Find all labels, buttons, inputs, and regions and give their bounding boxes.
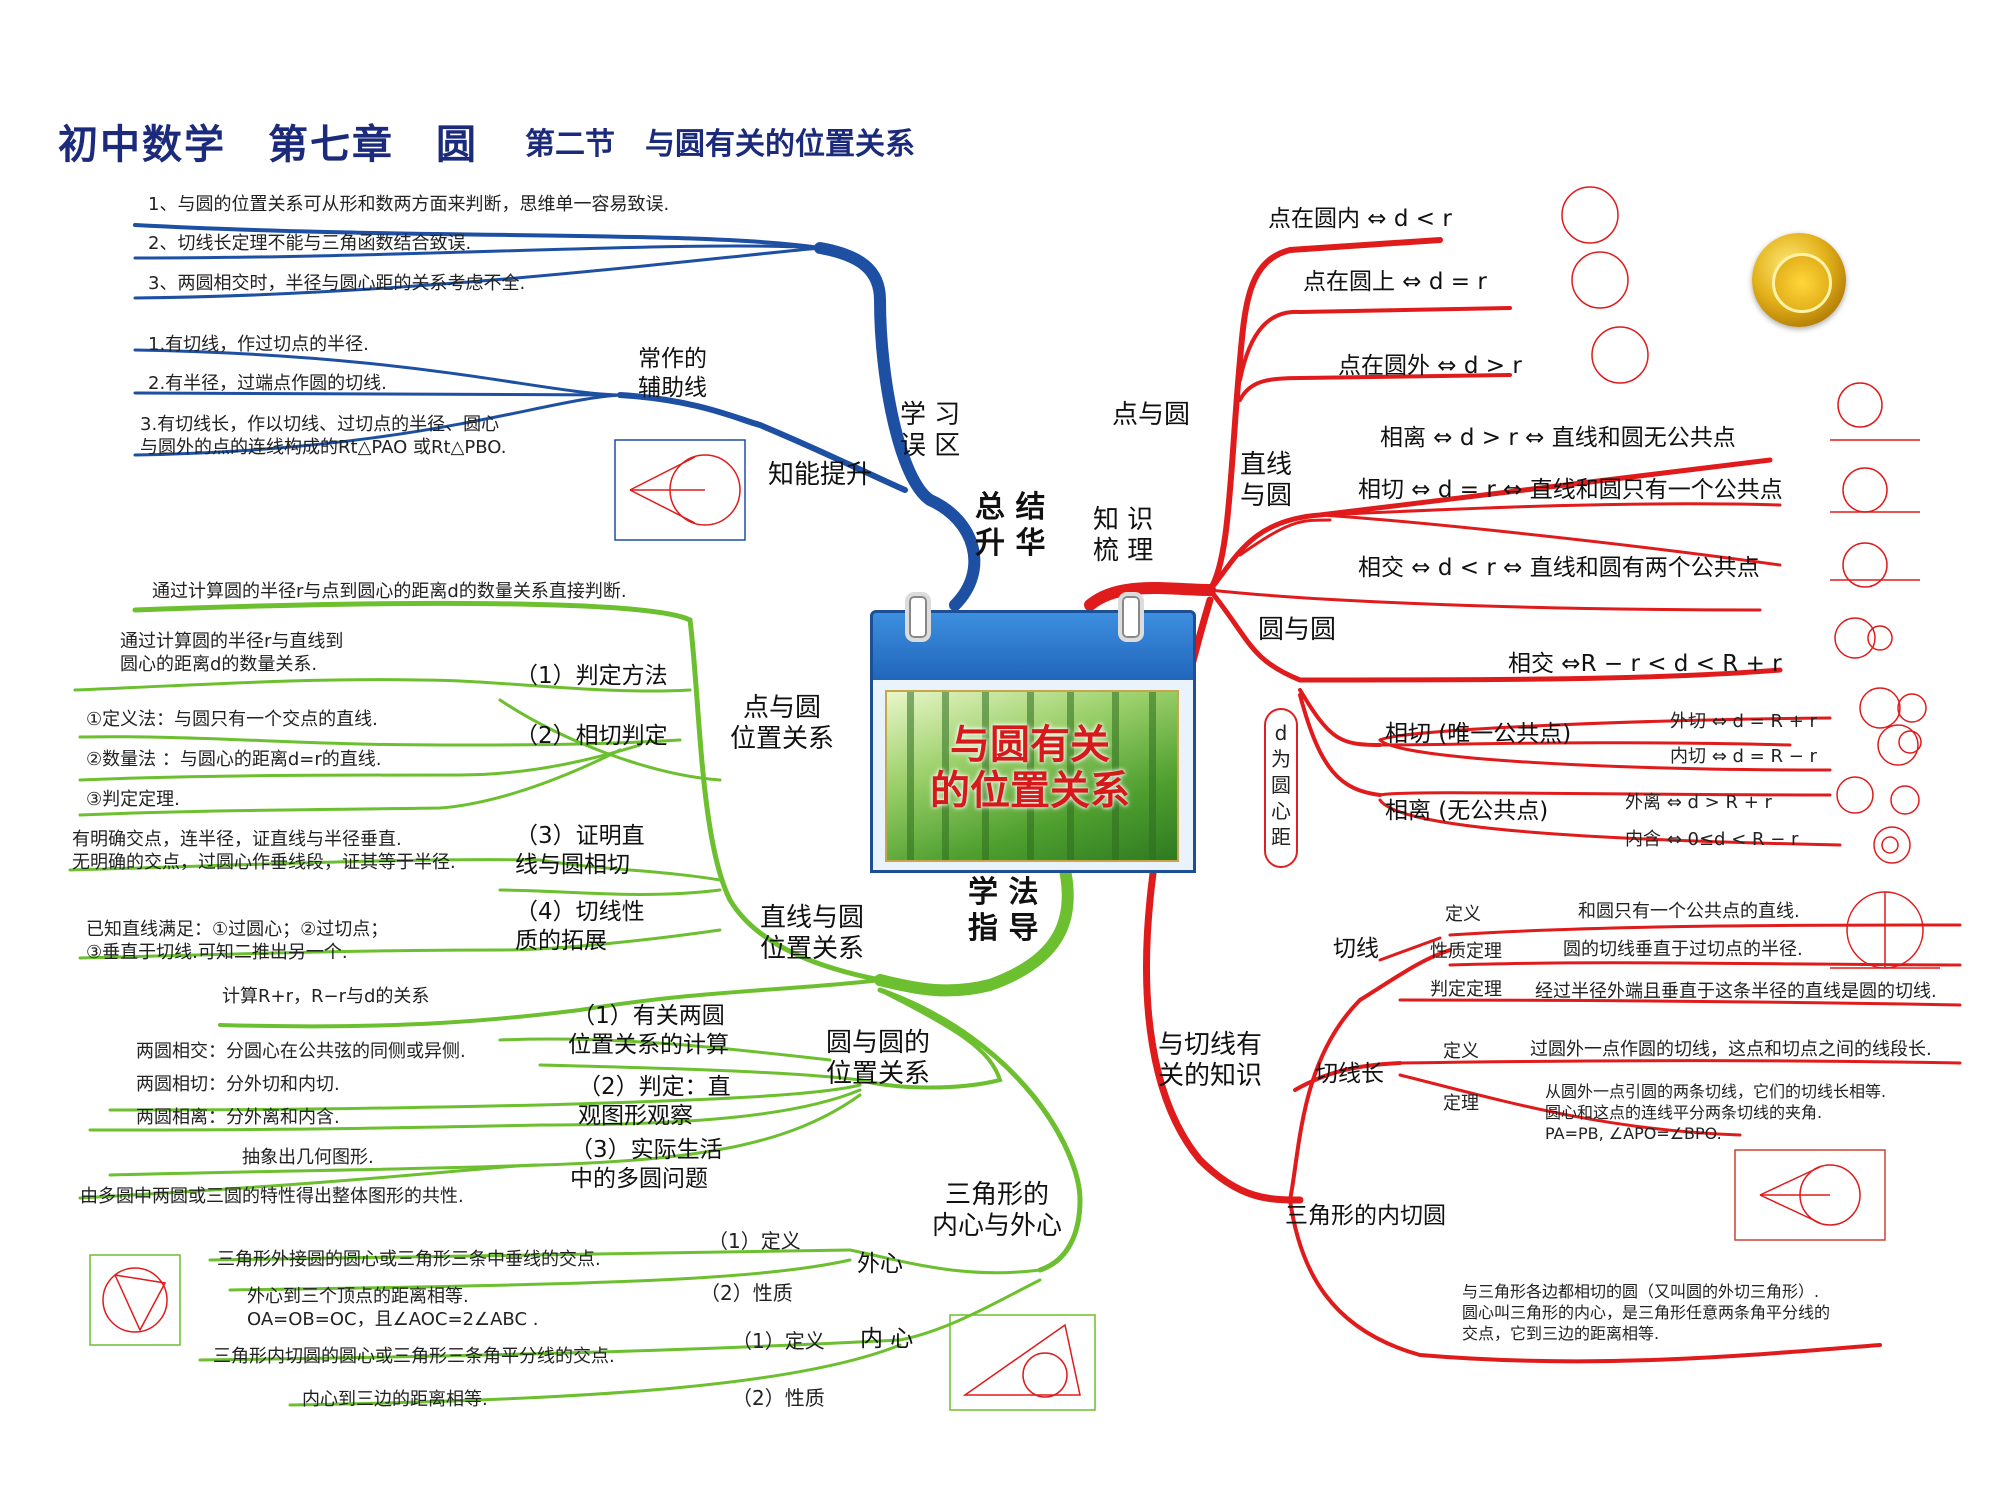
method-circle-sub-1: （1）有关两圆 位置关系的计算 [568,1003,729,1058]
mistake-item-2: 2、切线长定理不能与三角函数结合致误. [148,233,472,254]
mistake-item-1: 1、与圆的位置关系可从形和数两方面来判断，思维单一容易致误. [148,194,670,215]
method-circle-sub-3-item-2: 由多圆中两圆或三圆的特性得出整体图形的共性. [80,1186,464,1207]
label-method-point-circle: 点与圆 位置关系 [730,693,835,755]
calendar-ring-left [905,592,931,642]
method-line-sub-3: （3）证明直 线与圆相切 [515,823,645,878]
label-incenter: 内 心 [860,1326,914,1352]
method-circle-sub-3: （3）实际生活 中的多圆问题 [570,1137,723,1192]
circumcenter-prop-label: （2）性质 [700,1281,793,1305]
label-mistakes: 学 习 误 区 [900,400,961,462]
label-tangent-length: 切线长 [1315,1061,1384,1087]
method-line-sub-1: （1）判定方法 [515,663,668,689]
label-method-circle-circle: 圆与圆的 位置关系 [826,1028,931,1090]
method-line-sub-2: （2）相切判定 [515,723,668,749]
red-trunk [1084,582,1216,611]
label-method-triangle: 三角形的 内心与外心 [932,1180,1063,1242]
circles-tangent: 相切 (唯一公共点) [1385,721,1572,747]
center-title: 与圆有关 的位置关系 [885,722,1175,814]
green-trunk [874,864,1074,997]
center-title-line2: 的位置关系 [930,768,1130,814]
improve-item-1: 1.有切线，作过切点的半径. [148,334,369,355]
tangent-def-key: 定义 [1445,904,1481,925]
tangent-criterion-value: 经过半径外端且垂直于这条半径的直线是圆的切线. [1535,981,1937,1002]
bamboo-image [885,690,1179,862]
label-circle-circle: 圆与圆 [1258,615,1337,645]
tangent-def-value: 和圆只有一个公共点的直线. [1578,901,1800,922]
method-circle-sub-2: （2）判定：直 观图形观察 [578,1074,731,1129]
mistake-item-3: 3、两圆相交时，半径与圆心距的关系考虑不全. [148,273,526,294]
method-circle-sub-2-item-1: 两圆相交：分圆心在公共弦的同侧或异侧. [136,1041,466,1062]
method-line-sub-3-item: 有明确交点，连半径，证直线与半径垂直. 无明确的交点，过圆心作垂线段，证其等于半… [72,829,456,874]
incenter-def: 三角形内切圆的圆心或三角形三条角平分线的交点. [213,1346,615,1367]
label-tangent-knowledge: 与切线有 关的知识 [1158,1030,1263,1092]
tangent-length-theorem-value: 从圆外一点引圆的两条切线，它们的切线长相等. 圆心和这点的连线平分两条切线的夹角… [1545,1082,1887,1143]
label-line-circle: 直线 与圆 [1240,450,1293,512]
label-method-line-circle: 直线与圆 位置关系 [760,903,865,965]
hub-knowledge: 知 识 梳 理 [1093,505,1154,567]
point-circle-figures [1561,186,1940,969]
label-circumcenter: 外心 [857,1251,903,1277]
circles-contained: 内含 ⇔ 0≤d < R − r [1625,829,1799,850]
incenter-prop: 内心到三边的距离相等. [302,1389,488,1410]
tangent-property-key: 性质定理 [1430,941,1502,962]
section-title: 第二节 与圆有关的位置关系 [525,127,915,162]
hub-method: 学 法 指 导 [968,875,1039,946]
improve-item-2: 2.有半径，过端点作圆的切线. [148,373,387,394]
center-distance-note: d 为 圆 心 距 [1264,708,1298,868]
circumcenter-def-label: （1）定义 [708,1229,801,1253]
medal-inner-decoration [1772,253,1832,313]
tangent-length-def-key: 定义 [1443,1041,1479,1062]
tangent-property-value: 圆的切线垂直于过切点的半径. [1563,939,1803,960]
incenter-def-label: （1）定义 [732,1329,825,1353]
calendar-ring-right [1118,592,1144,642]
circles-separate: 相离 (无公共点) [1385,798,1549,824]
label-improve: 知能提升 [768,460,873,490]
hub-summary: 总 结 升 华 [975,490,1046,561]
tangent-length-theorem-key: 定理 [1443,1093,1479,1114]
center-title-line1: 与圆有关 [950,722,1110,768]
page-title: 初中数学 第七章 圆 [58,122,478,168]
line-separate: 相离 ⇔ d > r ⇔ 直线和圆无公共点 [1380,425,1736,451]
circles-tangent-internal: 内切 ⇔ d = R − r [1670,746,1817,767]
label-incircle: 三角形的内切圆 [1285,1203,1446,1229]
line-intersect: 相交 ⇔ d < r ⇔ 直线和圆有两个公共点 [1358,555,1760,581]
method-line-sub-4-item: 已知直线满足：①过圆心；②过切点； ③垂直于切线.可知二推出另一个. [86,919,389,964]
circles-tangent-external: 外切 ⇔ d = R + r [1670,711,1817,732]
point-on: 点在圆上 ⇔ d = r [1303,269,1487,295]
tangent-length-def-value: 过圆外一点作圆的切线，这点和切点之间的线段长. [1530,1039,1932,1060]
tangent-criterion-key: 判定定理 [1430,979,1502,1000]
label-point-circle: 点与圆 [1112,400,1191,430]
method-line-sub-2-item-2: ②数量法 ：与圆心的距离d=r的直线. [86,749,382,770]
method-circle-sub-2-item-3: 两圆相离：分外离和内含. [136,1107,340,1128]
circles-intersect: 相交 ⇔R − r < d < R + r [1508,651,1782,677]
method-line-sub-2-item-3: ③判定定理. [86,789,180,810]
blue-trunk [814,242,981,611]
label-tangent: 切线 [1333,936,1379,962]
method-line-sub-4: （4）切线性 质的拓展 [515,899,645,954]
point-inside: 点在圆内 ⇔ d < r [1268,206,1452,232]
circles-separate-external: 外离 ⇔ d > R + r [1625,792,1772,813]
incircle-description: 与三角形各边都相切的圆（又叫圆的外切三角形）. 圆心叫三角形的内心，是三角形任意… [1462,1282,1831,1343]
line-tangent: 相切 ⇔ d = r ⇔ 直线和圆只有一个公共点 [1358,477,1783,503]
method-line-sub-2-item-1: ①定义法：与圆只有一个交点的直线. [86,709,378,730]
circumcenter-prop: 外心到三个顶点的距离相等. OA=OB=OC，且∠AOC=2∠ABC . [247,1286,539,1331]
improve-item-3: 3.有切线长，作以切线、过切点的半径、圆心 与圆外的点的连线构成的Rt△PAO … [140,414,507,459]
method-circle-sub-1-item: 计算R+r，R−r与d的关系 [222,986,430,1007]
method-point-circle-item: 通过计算圆的半径r与点到圆心的距离d的数量关系直接判断. [152,581,627,602]
method-circle-sub-3-item-1: 抽象出几何图形. [242,1147,374,1168]
label-auxiliary-lines: 常作的 辅助线 [638,346,707,401]
method-line-sub-1-item: 通过计算圆的半径r与直线到 圆心的距离d的数量关系. [120,631,344,676]
point-outside: 点在圆外 ⇔ d > r [1338,353,1522,379]
circumcenter-def: 三角形外接圆的圆心或三角形三条中垂线的交点. [217,1249,601,1270]
method-circle-sub-2-item-2: 两圆相切：分外切和内切. [136,1074,340,1095]
incenter-prop-label: （2）性质 [732,1386,825,1410]
